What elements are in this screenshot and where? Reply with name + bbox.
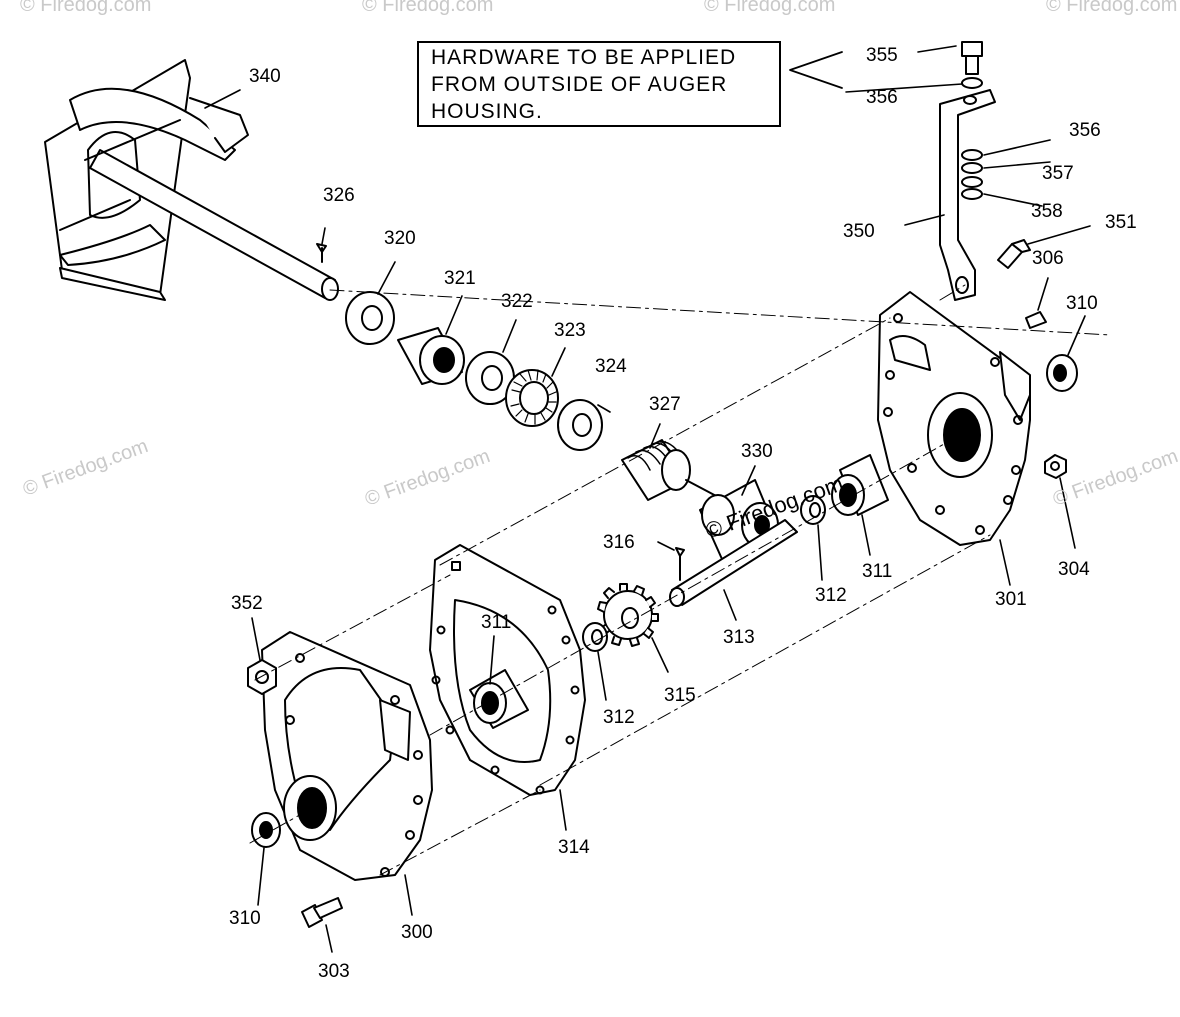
callout-311-right: 311 xyxy=(862,561,893,582)
callout-313: 313 xyxy=(723,627,755,648)
note-line-2: FROM OUTSIDE OF AUGER xyxy=(431,73,728,96)
watermark: © Firedog.com xyxy=(704,0,836,16)
gasket-314 xyxy=(429,544,586,796)
callout-356-spring: 356 xyxy=(1069,120,1101,141)
callout-350: 350 xyxy=(843,221,875,242)
watermark: © Firedog.com xyxy=(1046,0,1178,16)
callout-355: 355 xyxy=(866,45,898,66)
callout-312-right: 312 xyxy=(815,585,847,606)
watermark: © Firedog.com xyxy=(20,0,152,16)
callout-310-left: 310 xyxy=(229,908,261,929)
bracket-350 xyxy=(939,89,996,301)
callout-320: 320 xyxy=(384,228,416,249)
spur-gear-315 xyxy=(597,583,659,647)
callout-303: 303 xyxy=(318,961,350,982)
note-line-1: HARDWARE TO BE APPLIED xyxy=(431,46,737,69)
callout-324: 324 xyxy=(595,356,627,377)
callout-352: 352 xyxy=(231,593,263,614)
callout-304: 304 xyxy=(1058,559,1090,580)
callout-326: 326 xyxy=(323,185,355,206)
callout-311-left: 311 xyxy=(481,612,512,633)
callout-358: 358 xyxy=(1031,201,1063,222)
hardware-note: HARDWARE TO BE APPLIED FROM OUTSIDE OF A… xyxy=(417,41,781,127)
callout-330: 330 xyxy=(741,441,773,462)
callout-322: 322 xyxy=(501,291,533,312)
callout-316: 316 xyxy=(603,532,635,553)
callout-323: 323 xyxy=(554,320,586,341)
note-line-3: HOUSING. xyxy=(431,100,543,123)
callout-314: 314 xyxy=(558,837,590,858)
callout-312-left: 312 xyxy=(603,707,635,728)
callout-300: 300 xyxy=(401,922,433,943)
callout-357: 357 xyxy=(1042,163,1074,184)
left-housing-300 xyxy=(261,631,433,881)
auger-340 xyxy=(44,59,339,301)
watermark: © Firedog.com xyxy=(362,0,494,16)
worm-gear-327 xyxy=(621,439,691,501)
callout-327: 327 xyxy=(649,394,681,415)
callout-301: 301 xyxy=(995,589,1027,610)
callout-340: 340 xyxy=(249,66,281,87)
callout-356-top: 356 xyxy=(866,87,898,108)
callout-315: 315 xyxy=(664,685,696,706)
callout-310-right: 310 xyxy=(1066,293,1098,314)
right-housing-301 xyxy=(877,291,1031,546)
callout-306: 306 xyxy=(1032,248,1064,269)
callout-351: 351 xyxy=(1105,212,1137,233)
callout-321: 321 xyxy=(444,268,476,289)
